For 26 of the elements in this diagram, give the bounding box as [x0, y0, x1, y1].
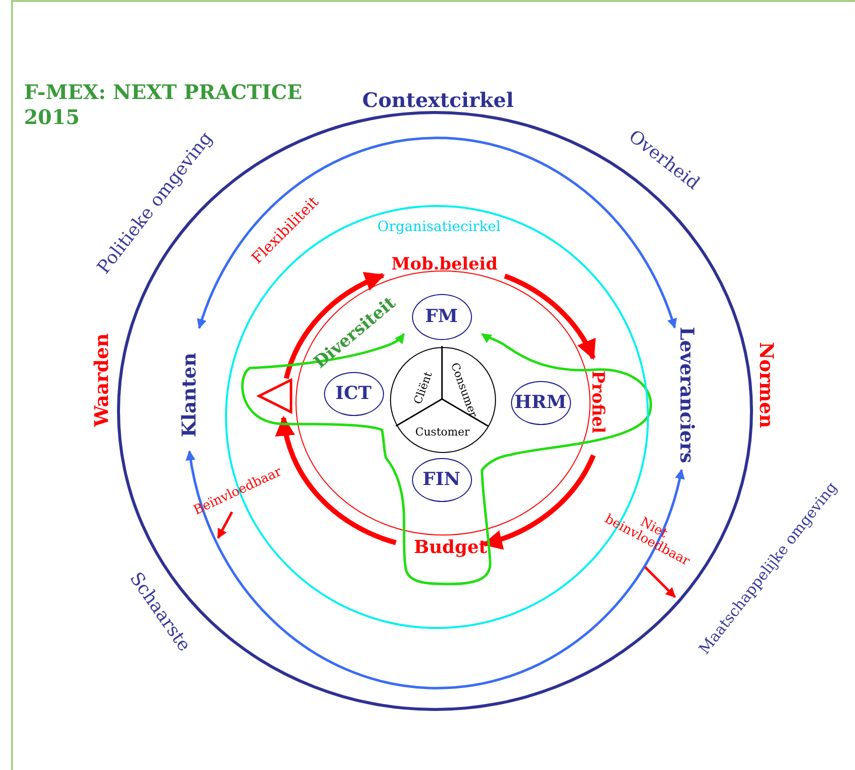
flow-label: Leveranciers: [676, 326, 696, 464]
curved-arrow: [644, 566, 676, 598]
curved-arrow: [482, 454, 596, 549]
department-ellipse: ICT: [324, 372, 384, 416]
curved-arrow: [216, 511, 234, 539]
loop-arrow: [241, 332, 652, 586]
curved-arrow: [276, 416, 397, 546]
flow-label: Klanten: [180, 352, 200, 438]
curved-arrow: [504, 274, 596, 360]
flow-label: Profiel: [587, 370, 606, 433]
circle-title: Contextcirkel: [362, 88, 514, 112]
ring-label: Normen: [755, 342, 777, 428]
circle-title: Organisatiecirkel: [377, 219, 501, 235]
sector-label: Cliënt: [410, 370, 434, 406]
department-ellipse: FIN: [412, 458, 472, 502]
curved-arrow: [186, 450, 684, 690]
diagram-title: F-MEX: NEXT PRACTICE 2015: [24, 80, 304, 130]
ring-label: Waarden: [91, 333, 113, 427]
triangle-marker: [256, 378, 294, 414]
flow-label: Budget: [414, 538, 488, 558]
curved-arrow: [284, 273, 385, 380]
department-ellipse: HRM: [510, 380, 570, 424]
curved-arrow: [198, 136, 676, 330]
department-ellipse: FM: [412, 294, 472, 340]
flow-label: Mob.beleid: [391, 255, 498, 274]
sector-label: Customer: [415, 425, 470, 438]
